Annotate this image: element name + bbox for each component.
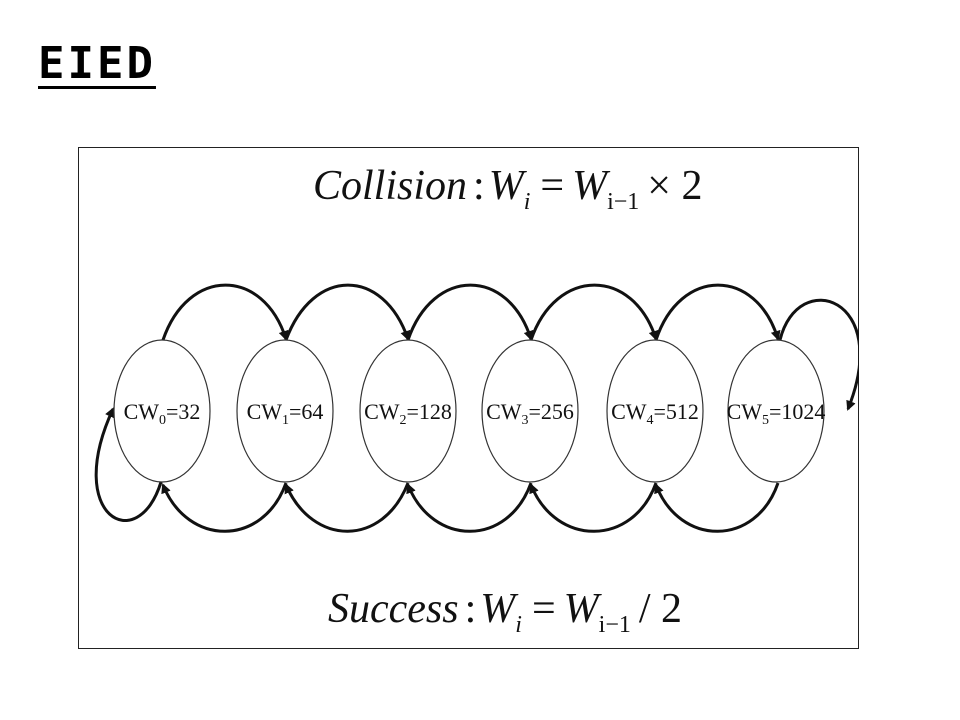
state-cw4: CW4=512 [606, 339, 704, 483]
collision-arrow-1-2 [284, 283, 411, 341]
svg-text:CW4=512: CW4=512 [611, 399, 699, 428]
state-cw1: CW1=64 [236, 339, 334, 483]
state-cw0: CW0=32 [113, 339, 211, 483]
svg-text:CW2=128: CW2=128 [364, 399, 452, 428]
success-arrow-1-0 [161, 482, 288, 533]
success-formula: Success:Wi=Wi−1/ 2 [328, 586, 682, 638]
svg-text:CW0=32: CW0=32 [124, 399, 201, 428]
collision-self-loop-5 [778, 298, 859, 411]
svg-text:CW5=1024: CW5=1024 [727, 399, 826, 428]
success-arrow-4-3 [529, 482, 658, 533]
success-self-loop-0 [94, 407, 163, 522]
svg-text:CW3=256: CW3=256 [486, 399, 574, 428]
success-arrow-3-2 [406, 482, 533, 533]
collision-arrow-3-4 [529, 283, 659, 341]
collision-arrow-0-1 [161, 283, 289, 341]
svg-text:CW1=64: CW1=64 [247, 399, 324, 428]
success-arrow-2-1 [284, 482, 410, 533]
state-diagram: Collision:Wi=Wi−1× 2 Success:Wi=Wi−1/ 2 … [78, 147, 859, 649]
slide-title: EIED [38, 38, 156, 89]
state-cw3: CW3=256 [481, 339, 579, 483]
state-cw2: CW2=128 [359, 339, 457, 483]
collision-formula: Collision:Wi=Wi−1× 2 [313, 163, 702, 215]
collision-arrow-4-5 [654, 283, 781, 341]
collision-arrow-2-3 [406, 283, 534, 341]
state-cw5: CW5=1024 [727, 339, 826, 483]
success-arrow-5-4 [654, 482, 780, 533]
